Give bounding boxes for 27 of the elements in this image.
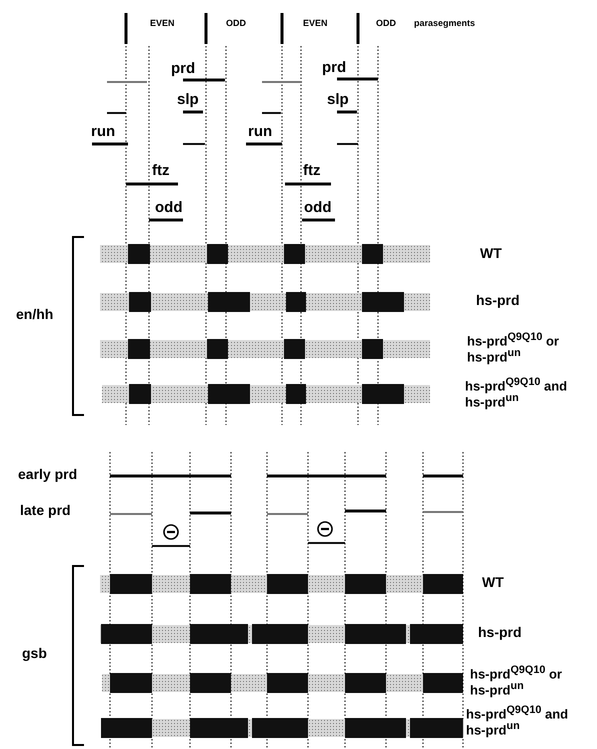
group-label: gsb (22, 646, 47, 661)
genotype-label: hs-prd$^{Q9Q10}$ or hs-prd$^{un}$ (470, 665, 563, 697)
row-label: late prd (20, 503, 71, 518)
gene-label: run (91, 124, 116, 140)
gene-label: slp (177, 92, 199, 108)
gene-label: odd (304, 200, 332, 216)
group-label: en/hh (16, 307, 54, 322)
gene-label: odd (155, 200, 182, 216)
genotype-label: hs-prd$^{Q9Q10}$ or hs-prd$^{un}$ (467, 332, 560, 364)
axis-label: parasegments (414, 19, 476, 28)
gene-label: slp (327, 92, 349, 108)
row-label: early prd (18, 467, 78, 482)
genotype-label: WT (480, 246, 502, 261)
gene-label: ftz (152, 163, 170, 179)
gene-label: prd (171, 61, 196, 77)
gene-label: run (248, 124, 272, 140)
segment-label: EVEN (303, 19, 328, 28)
segment-label: EVEN (150, 19, 175, 28)
gene-label: prd (322, 60, 346, 76)
genotype-label: hs-prd (476, 293, 520, 308)
genotype-label: WT (482, 575, 504, 590)
segment-label: ODD (376, 19, 396, 28)
genotype-label: hs-prd (478, 625, 522, 640)
genotype-label: hs-prd$^{Q9Q10}$ and hs-prd$^{un}$ (466, 705, 570, 737)
gene-label: ftz (303, 163, 320, 179)
segment-label: ODD (226, 19, 246, 28)
genotype-label: hs-prd$^{Q9Q10}$ and hs-prd$^{un}$ (465, 377, 568, 409)
